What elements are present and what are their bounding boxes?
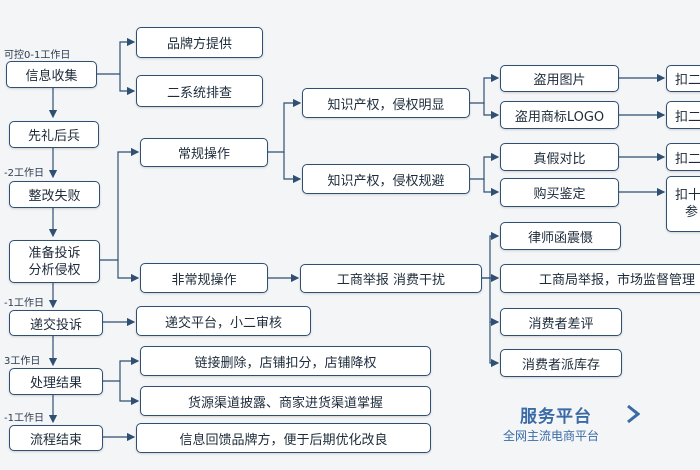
avoid-purchase: 购买鉴定 (500, 178, 619, 207)
step-courtesy: 先礼后兵 (9, 121, 99, 148)
chevron-right-icon (627, 404, 640, 424)
brand-title: 服务平台 (520, 407, 592, 427)
step-prepare-line1: 准备投诉 (28, 245, 81, 261)
time-note: -1工作日 (4, 413, 44, 424)
deduct-line2: 参 (685, 205, 699, 220)
time-note: -2工作日 (4, 168, 44, 179)
step-submit: 递交投诉 (9, 310, 103, 336)
infringe-image: 盗用图片 (500, 65, 619, 92)
result-link-removed: 链接删除，店铺扣分，店铺降权 (140, 346, 431, 376)
complaint-bad-review: 消费者差评 (500, 308, 622, 336)
complaint-lawyer: 律师函震慑 (500, 222, 621, 250)
step-fix-failed: 整改失败 (9, 181, 100, 208)
brand-subtitle: 全网主流电商平台 (503, 429, 600, 443)
deduct-box: 扣二 (666, 143, 700, 171)
time-note: 3工作日 (4, 356, 41, 367)
op-regular: 常规操作 (140, 138, 268, 167)
avoid-compare: 真假对比 (500, 143, 619, 171)
infringe-logo: 盗用商标LOGO (500, 101, 619, 129)
op-irregular: 非常规操作 (140, 263, 268, 293)
step-collect: 信息收集 (6, 61, 97, 88)
collect-system: 二系统排查 (136, 75, 263, 107)
result-channel: 货源渠道披露、商家进货渠道掌握 (140, 386, 431, 416)
step-result: 处理结果 (9, 368, 103, 395)
submit-platform: 递交平台，小二审核 (136, 306, 311, 336)
deduct-box: 扣二 (666, 101, 700, 129)
deduct-line1: 扣十 (675, 188, 700, 203)
complaint-bureau: 工商局举报，市场监督管理 (500, 264, 700, 293)
time-note: 可控0-1工作日 (4, 50, 71, 61)
time-note: -1工作日 (4, 298, 44, 309)
step-prepare-line2: 分析侵权 (28, 262, 81, 278)
complaint-report: 工商举报 消费干扰 (300, 264, 482, 293)
ip-avoid: 知识产权，侵权规避 (302, 164, 470, 194)
step-prepare-complaint: 准备投诉 分析侵权 (9, 240, 100, 283)
complaint-stock: 消费者派库存 (500, 349, 622, 377)
ip-infringe: 知识产权，侵权明显 (302, 88, 470, 118)
deduct-box: 扣二 (666, 65, 700, 92)
deduct-box: 扣十 参 (666, 176, 700, 232)
collect-brand: 品牌方提供 (136, 27, 263, 58)
feedback-brand: 信息回馈品牌方，便于后期优化改良 (136, 423, 431, 453)
step-end: 流程结束 (9, 425, 103, 451)
